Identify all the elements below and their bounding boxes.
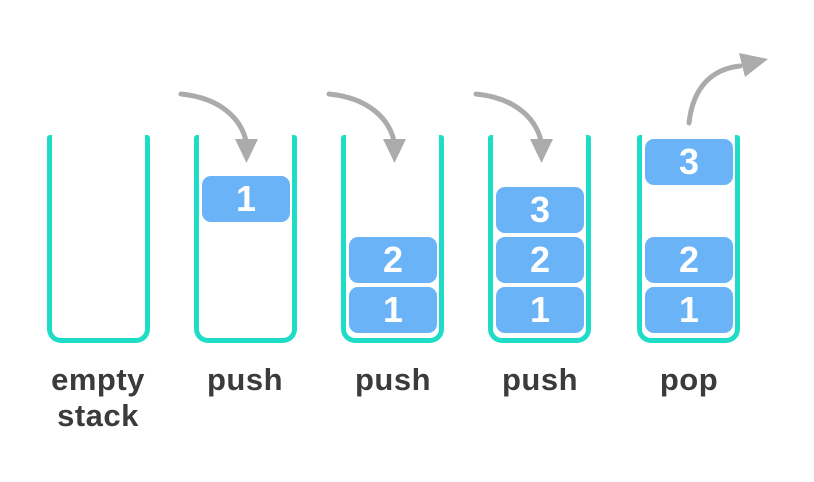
stage-label-line: pop [659,362,719,397]
stage-label: empty stack [16,362,180,434]
stack-block: 1 [349,287,437,333]
stack-block: 1 [496,287,584,333]
stage-label-line: push [354,362,432,397]
pop-arrow-icon [686,53,768,126]
stack-container: 3 2 1 [488,135,591,343]
stack-container [47,135,150,343]
stack-block: 2 [496,237,584,283]
stack-block: 3 [496,187,584,233]
push-arrow-icon [178,91,258,163]
stack-container: 2 1 [341,135,444,343]
stack-block: 2 [645,237,733,283]
stage-label-line: empty [51,362,145,397]
stage-label-line: stack [57,398,139,433]
push-arrow-icon [326,91,406,163]
stage-label: push [458,362,622,398]
stack-container: 1 [194,135,297,343]
stack-block: 2 [349,237,437,283]
stage-label: push [311,362,475,398]
push-arrow-icon [473,91,553,163]
stage-label: pop [607,362,771,398]
stage-label: push [163,362,327,398]
stack-block-popping: 3 [645,139,733,185]
stage-label-line: push [206,362,284,397]
stack-block: 1 [202,176,290,222]
stack-block: 1 [645,287,733,333]
stack-container: 3 2 1 [637,135,740,343]
stage-label-line: push [501,362,579,397]
